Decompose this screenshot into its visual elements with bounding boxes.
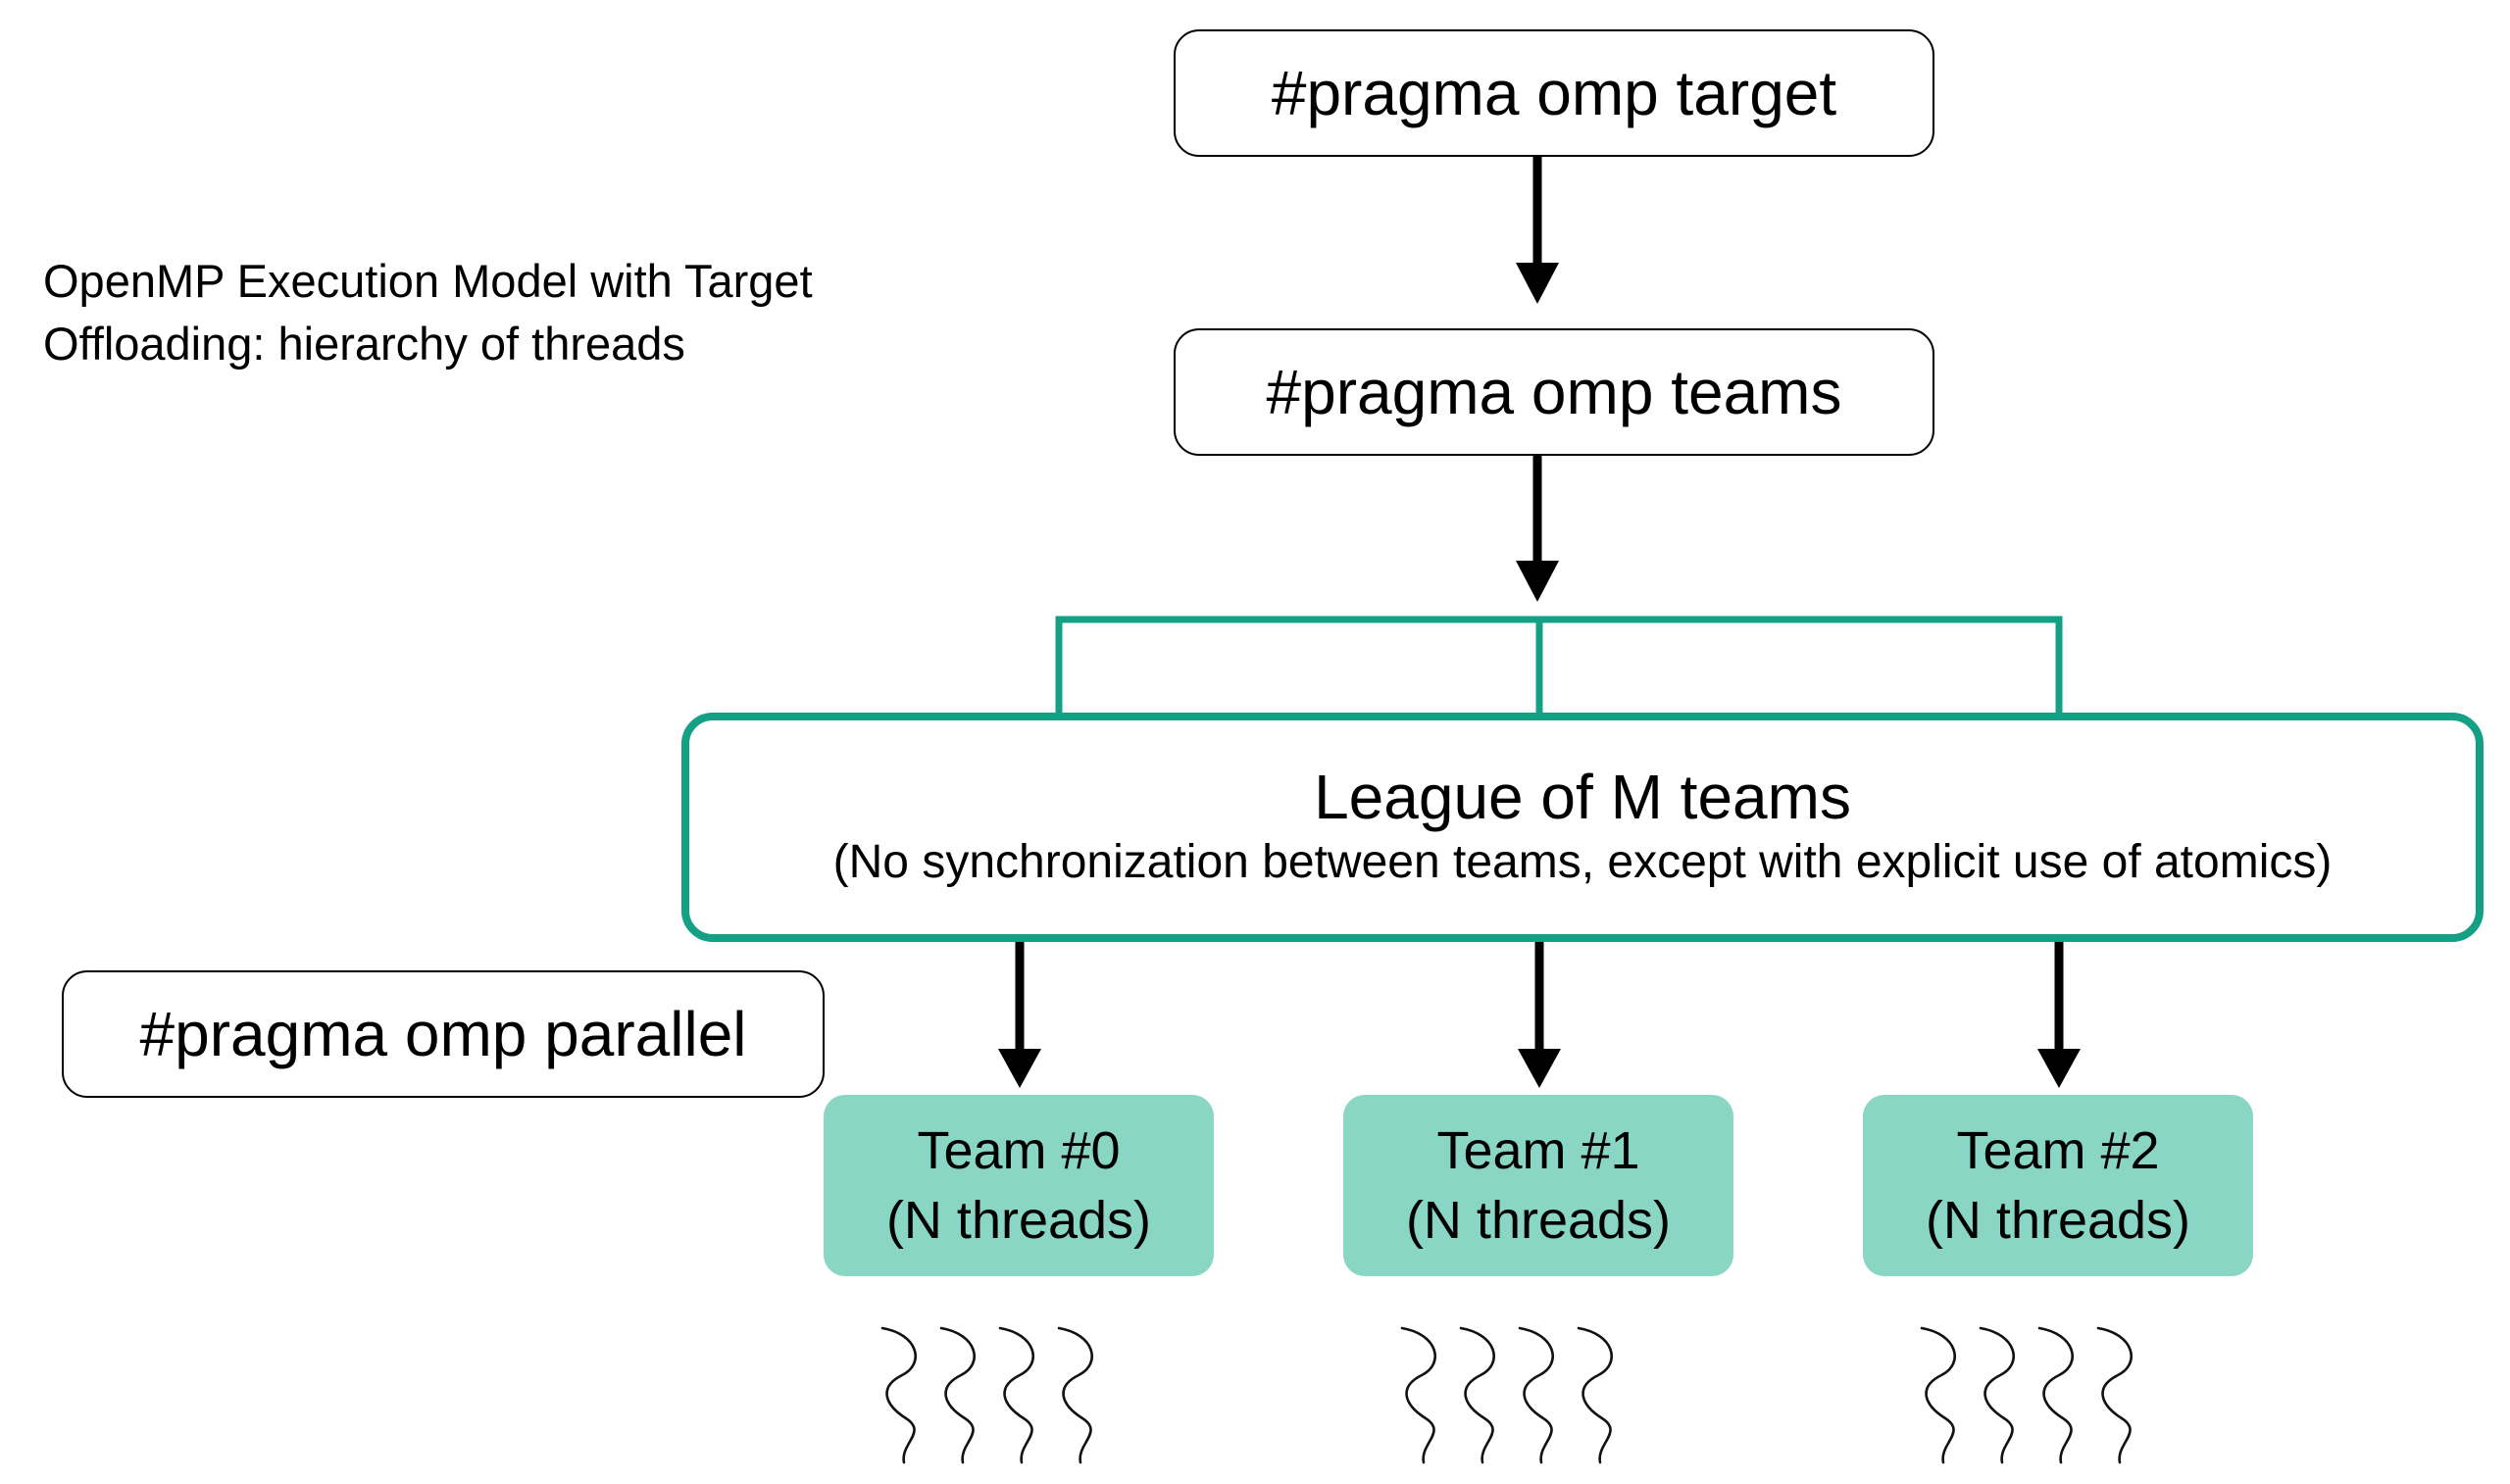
arrowhead-target-to-teams [1516,263,1559,304]
team-threads: (N threads) [1925,1190,2191,1250]
pragma-teams-box: #pragma omp teams [1174,328,1934,456]
thread-line-team-1-1 [1459,1326,1495,1464]
league-box: League of M teams (No synchronization be… [681,713,2484,942]
pragma-target-box: #pragma omp target [1174,29,1934,157]
thread-line-team-1-3 [1577,1326,1613,1464]
thread-line-team-0-2 [998,1326,1034,1464]
team-name: Team #0 [917,1121,1121,1181]
arrowhead-league-to-team-1 [1518,1049,1561,1088]
caption-line-1: OpenMP Execution Model with Target [43,255,813,307]
thread-line-team-0-0 [880,1326,917,1464]
thread-line-team-2-1 [1979,1326,2015,1464]
thread-line-team-0-3 [1057,1326,1093,1464]
threads-group [880,1326,2133,1464]
team-name: Team #1 [1436,1121,1640,1181]
arrowhead-teams-to-league [1516,561,1559,602]
thread-line-team-0-1 [939,1326,976,1464]
pragma-parallel-label: #pragma omp parallel [139,999,747,1069]
team-box-2: Team #2 (N threads) [1863,1095,2253,1276]
team-threads: (N threads) [885,1190,1152,1250]
arrowhead-league-to-team-2 [2037,1049,2081,1088]
league-bracket [1055,616,2063,713]
arrowhead-league-to-team-0 [998,1049,1041,1088]
pragma-target-label: #pragma omp target [1271,58,1837,128]
league-subtitle: (No synchronization between teams, excep… [832,835,2333,888]
thread-line-team-2-3 [2096,1326,2133,1464]
diagram-caption: OpenMP Execution Model with Target Offlo… [43,250,1004,375]
team-box-0: Team #0 (N threads) [824,1095,1214,1276]
pragma-parallel-box: #pragma omp parallel [62,970,825,1098]
team-threads: (N threads) [1405,1190,1672,1250]
thread-line-team-2-2 [2037,1326,2074,1464]
thread-line-team-1-2 [1518,1326,1554,1464]
team-name: Team #2 [1956,1121,2160,1181]
thread-line-team-1-0 [1400,1326,1436,1464]
pragma-teams-label: #pragma omp teams [1266,357,1842,427]
team-box-1: Team #1 (N threads) [1343,1095,1733,1276]
thread-line-team-2-0 [1920,1326,1956,1464]
caption-line-2: Offloading: hierarchy of threads [43,318,685,370]
league-title: League of M teams [1314,761,1851,832]
